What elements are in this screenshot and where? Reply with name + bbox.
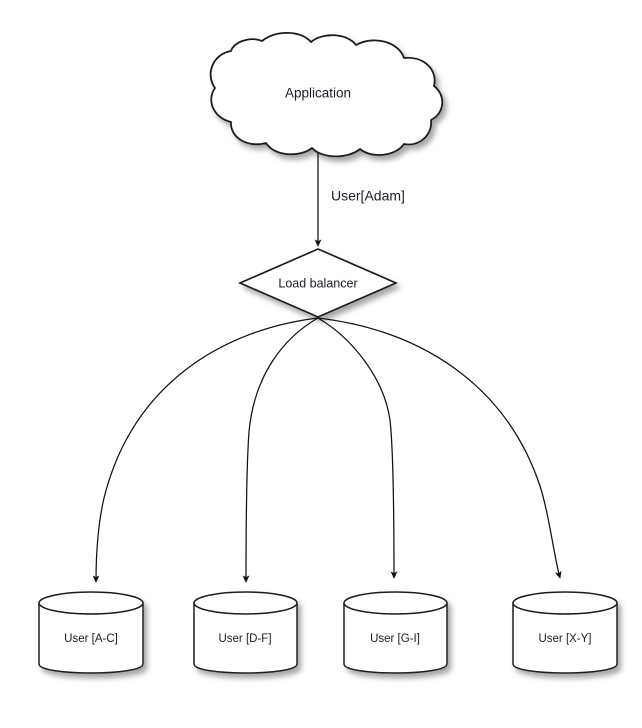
- diamond-shape: [237, 248, 399, 318]
- cylinder-body-4: [512, 602, 618, 674]
- database-label-1: User [A-C]: [64, 633, 118, 645]
- database-label-4: User [X-Y]: [538, 633, 591, 645]
- node-application-cloud[interactable]: Application: [209, 31, 444, 158]
- cylinder-top-1: [38, 591, 144, 615]
- cylinder-body-3: [343, 602, 448, 674]
- cylinder-body-2: [193, 602, 298, 674]
- cloud-shape: [209, 31, 444, 158]
- cylinder-top-4: [512, 591, 618, 615]
- diamond-label: Load balancer: [278, 276, 357, 290]
- cylinder-top-2: [193, 591, 298, 615]
- edge-label-user-adam: User[Adam]: [331, 188, 405, 204]
- cylinder-body-1: [38, 602, 144, 674]
- edge-loadbalancer-to-db-2: [242, 317, 319, 583]
- edge-loadbalancer-to-db-3: [317, 317, 398, 579]
- database-label-2: User [D-F]: [218, 633, 271, 645]
- database-label-3: User [G-I]: [370, 633, 420, 645]
- edge-loadbalancer-to-db-4: [317, 317, 562, 579]
- cylinder-top-3: [343, 591, 448, 615]
- node-database-2[interactable]: User [D-F]: [193, 591, 298, 674]
- node-load-balancer-diamond[interactable]: Load balancer: [237, 248, 399, 318]
- edge-loadbalancer-to-db-1: [92, 317, 319, 583]
- node-database-1[interactable]: User [A-C]: [38, 591, 144, 674]
- node-database-3[interactable]: User [G-I]: [343, 591, 448, 674]
- node-database-4[interactable]: User [X-Y]: [512, 591, 618, 674]
- cloud-label: Application: [285, 86, 351, 101]
